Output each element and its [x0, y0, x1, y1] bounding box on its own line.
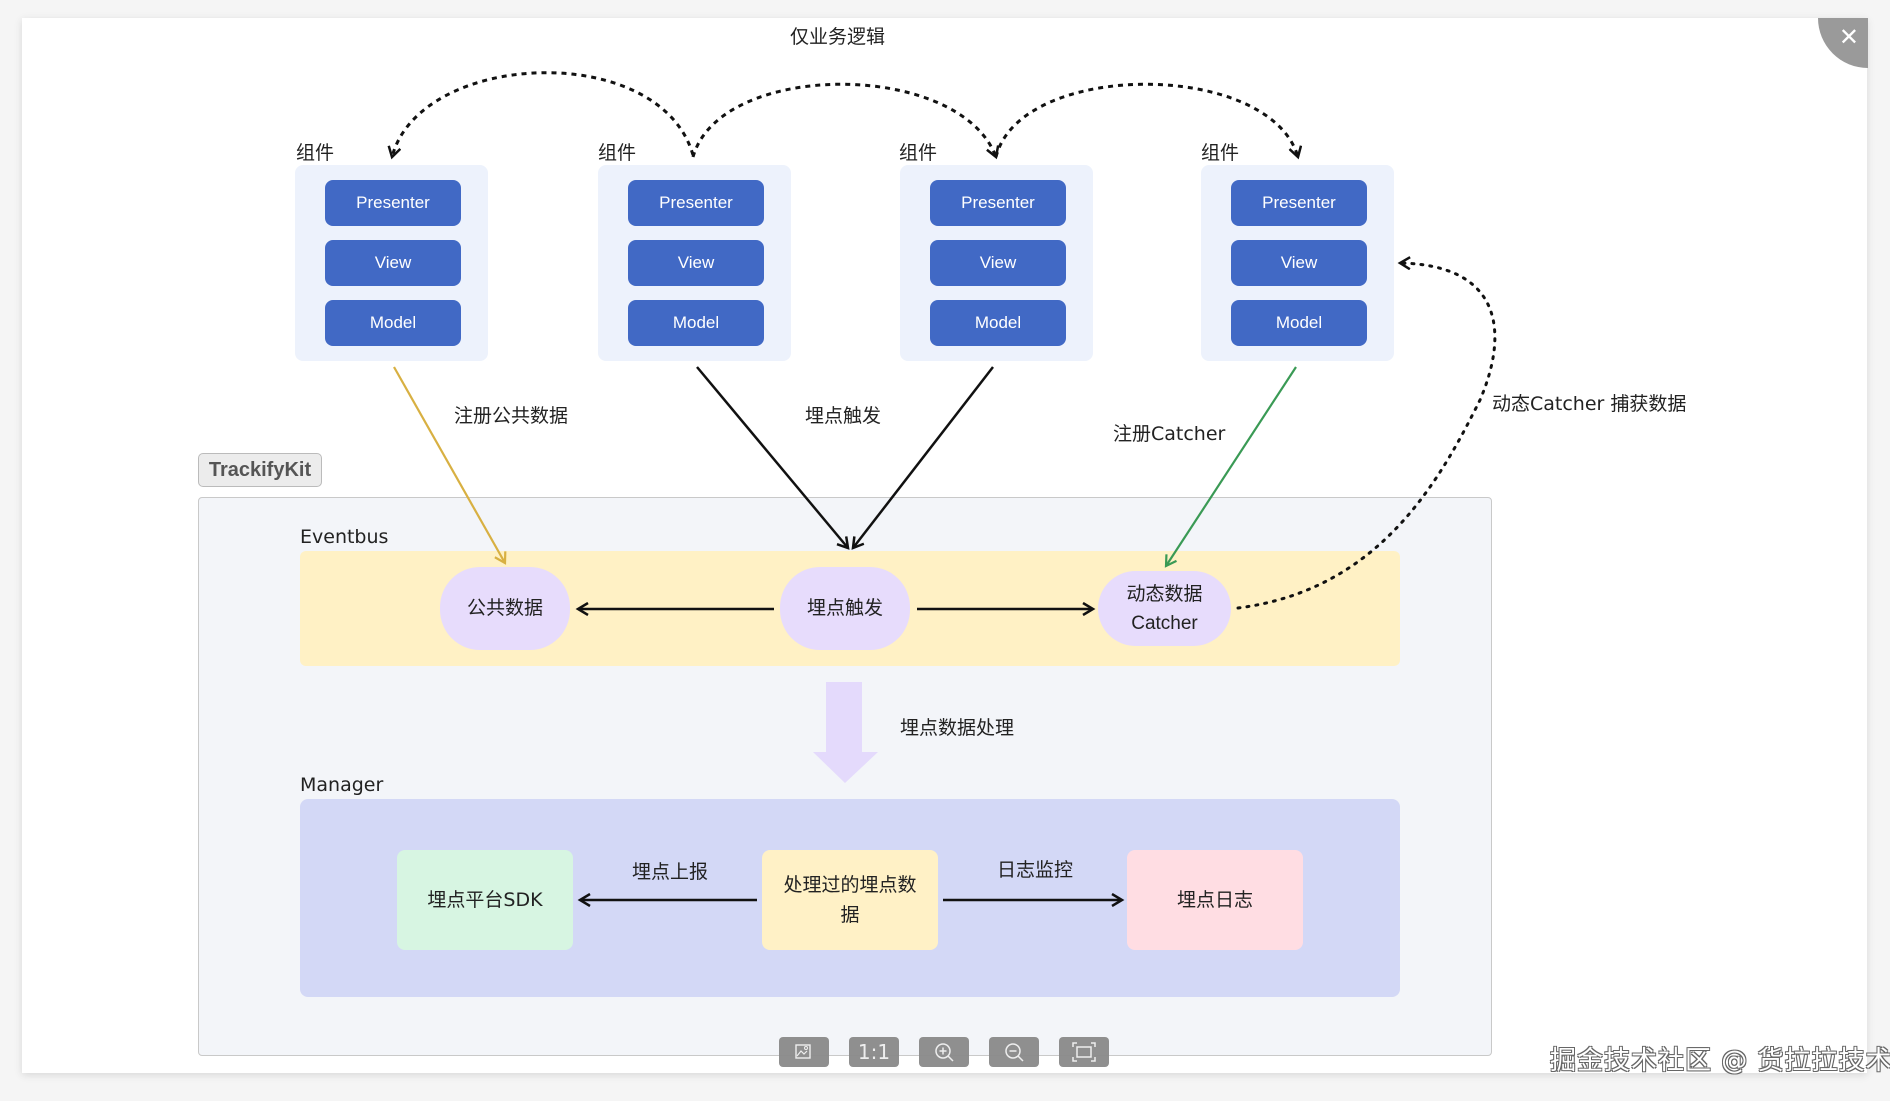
trackifykit-tag: TrackifyKit — [198, 453, 322, 487]
model-layer: Model — [930, 300, 1066, 346]
eventbus-title: Eventbus — [300, 526, 389, 548]
component-box: Presenter View Model — [598, 165, 791, 361]
presenter-layer: Presenter — [325, 180, 461, 226]
data-processing-label: 埋点数据处理 — [900, 717, 1015, 739]
zoom-out-button[interactable] — [989, 1037, 1039, 1067]
manager-title: Manager — [300, 774, 384, 796]
fit-screen-icon — [1072, 1042, 1096, 1062]
dynamic-catch-label: 动态Catcher 捕获数据 — [1492, 393, 1687, 415]
public-data-node: 公共数据 — [440, 567, 570, 650]
track-trigger-arrow-left — [696, 366, 848, 548]
watermark: 掘金技术社区 @ 货拉拉技术 — [1550, 1046, 1890, 1076]
zoom-in-icon — [935, 1043, 954, 1062]
view-layer: View — [1231, 240, 1367, 286]
track-trigger-label: 埋点触发 — [805, 405, 882, 427]
component-label: 组件 — [899, 142, 938, 164]
close-icon: ✕ — [1838, 23, 1859, 51]
model-layer: Model — [1231, 300, 1367, 346]
view-layer: View — [325, 240, 461, 286]
sdk-node: 埋点平台SDK — [397, 850, 573, 950]
presenter-layer: Presenter — [930, 180, 1066, 226]
presenter-layer: Presenter — [1231, 180, 1367, 226]
track-log-node: 埋点日志 — [1127, 850, 1303, 950]
register-catcher-label: 注册Catcher — [1113, 423, 1226, 445]
view-layer: View — [628, 240, 764, 286]
zoom-in-button[interactable] — [919, 1037, 969, 1067]
business-arc-3 — [994, 82, 1298, 157]
track-trigger-node: 埋点触发 — [780, 567, 910, 650]
business-arc-2 — [691, 82, 996, 157]
component-box: Presenter View Model — [295, 165, 488, 361]
fit-screen-button[interactable] — [1059, 1037, 1109, 1067]
actual-size-button[interactable]: 1:1 — [849, 1037, 899, 1067]
component-label: 组件 — [598, 142, 637, 164]
model-layer: Model — [325, 300, 461, 346]
log-monitor-label: 日志监控 — [997, 859, 1074, 881]
model-layer: Model — [628, 300, 764, 346]
dynamic-catcher-line1: 动态数据 — [1126, 582, 1203, 605]
view-layer: View — [930, 240, 1066, 286]
dynamic-catcher-line2: Catcher — [1131, 612, 1198, 634]
actual-size-label: 1:1 — [857, 1040, 891, 1064]
edit-image-icon — [795, 1044, 811, 1059]
dynamic-catch-arrow — [1236, 263, 1497, 610]
edit-image-button[interactable] — [779, 1037, 829, 1067]
dynamic-catcher-node: 动态数据 Catcher — [1098, 571, 1231, 646]
component-box: Presenter View Model — [900, 165, 1093, 361]
zoom-out-icon — [1005, 1043, 1024, 1062]
component-box: Presenter View Model — [1201, 165, 1394, 361]
business-arc-1 — [392, 71, 695, 157]
report-label: 埋点上报 — [632, 861, 709, 883]
component-label: 组件 — [296, 142, 335, 164]
business-logic-label: 仅业务逻辑 — [790, 26, 886, 48]
presenter-layer: Presenter — [628, 180, 764, 226]
register-public-arrow — [393, 366, 507, 565]
track-trigger-arrow-right — [853, 366, 994, 548]
processed-data-node: 处理过的埋点数据 — [762, 850, 938, 950]
register-catcher-arrow — [1164, 366, 1297, 568]
component-label: 组件 — [1201, 142, 1240, 164]
processing-arrow-icon — [813, 682, 878, 783]
register-public-data-label: 注册公共数据 — [454, 405, 569, 427]
